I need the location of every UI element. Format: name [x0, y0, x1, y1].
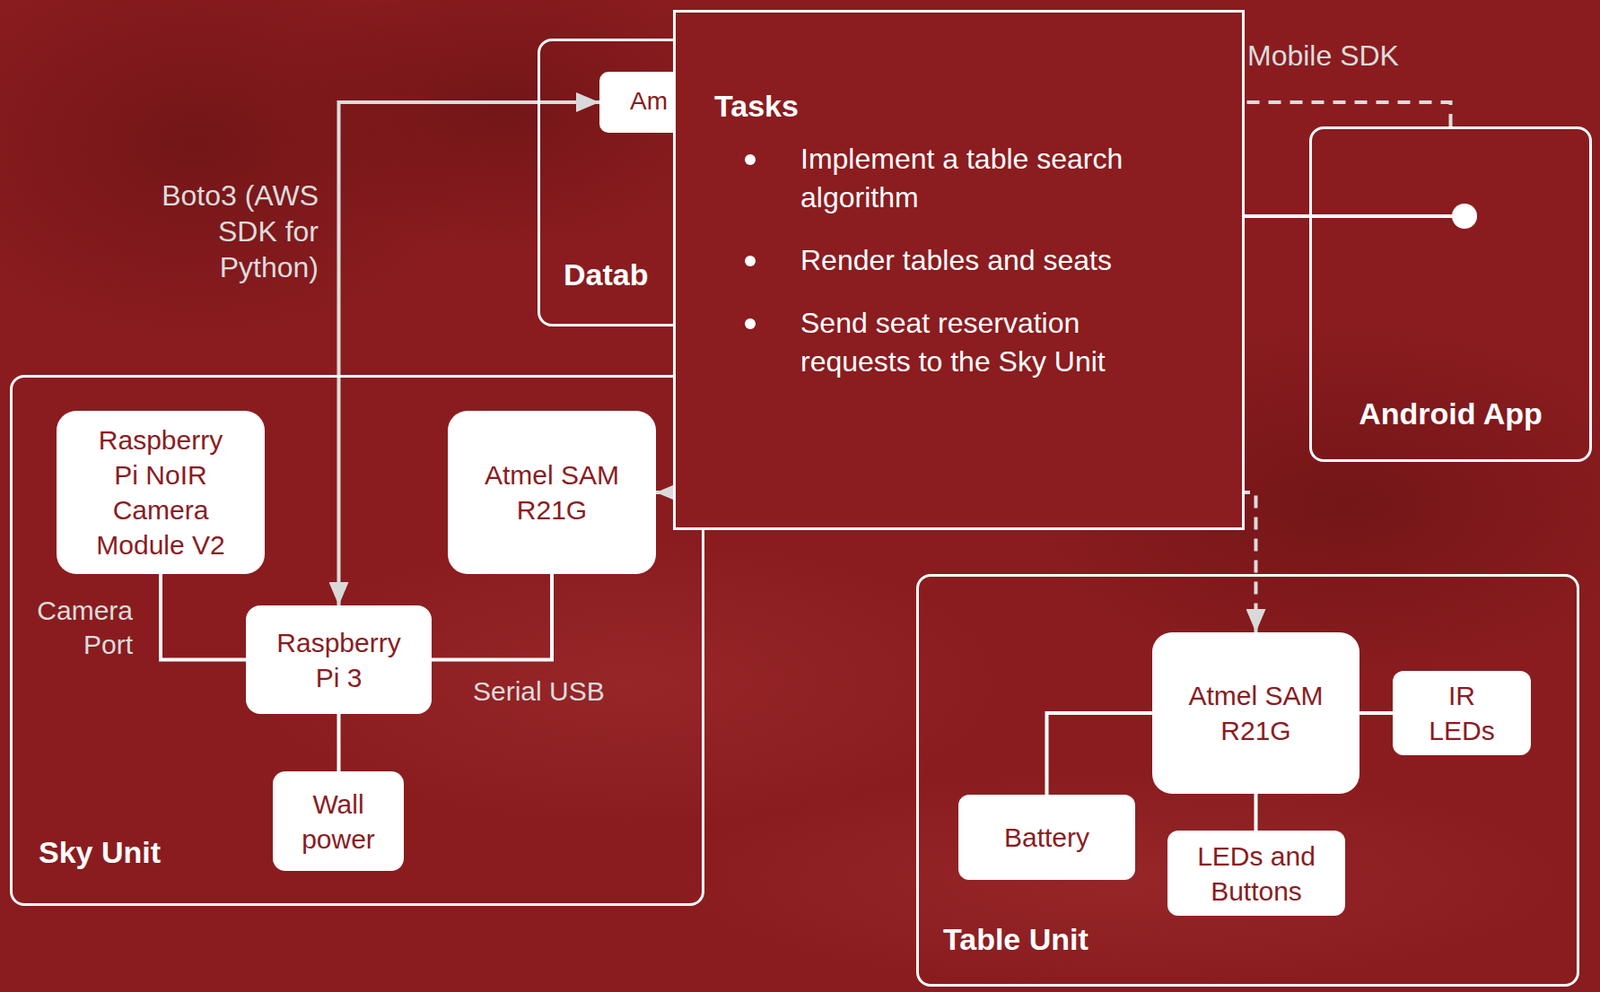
- path-light: [673, 771, 1571, 988]
- app-frame: Android App: [1309, 126, 1592, 463]
- box-label: Battery: [1004, 820, 1090, 856]
- leader-dot: [1451, 203, 1478, 229]
- computer-box: Raspberry Pi 3: [245, 605, 432, 715]
- connector: [337, 714, 341, 772]
- mcu-box: Atmel SAM R21G: [1152, 632, 1360, 795]
- box-label: Raspberry Pi 3: [267, 625, 411, 696]
- text-slot: Datab: [563, 254, 648, 297]
- camera-box: Raspberry Pi NoIR Camera Module V2: [56, 410, 265, 575]
- heading: Android App: [1311, 393, 1590, 436]
- label-slot: Mobile SDK: [1247, 37, 1399, 74]
- text-slot: Tasks: [714, 86, 799, 128]
- box-label: Atmel SAM R21G: [480, 457, 624, 528]
- text-slot: Table Unit: [943, 919, 1089, 962]
- heading: Am: [629, 84, 668, 119]
- box-label: LEDs and Buttons: [1184, 839, 1329, 910]
- text-slot: Send seat reservation requests to the Sk…: [800, 304, 1178, 382]
- callout-panel: TasksImplement a table search algorithmR…: [673, 9, 1245, 531]
- box-label: IR LEDs: [1421, 678, 1503, 749]
- connector: [1359, 711, 1393, 716]
- connector: [1047, 713, 1154, 796]
- led-box: IR LEDs: [1392, 671, 1531, 756]
- box-label: Atmel SAM R21G: [1184, 678, 1329, 749]
- connector: [431, 574, 552, 661]
- bullet-text: Send seat reservation requests to the Sk…: [800, 304, 1178, 382]
- edge-label: Mobile SDK: [1247, 37, 1399, 74]
- battery-box: Battery: [958, 795, 1136, 881]
- bullet-dot: [744, 318, 756, 330]
- text-slot: Render tables and seats: [800, 241, 1178, 280]
- bullet-text: Implement a table search algorithm: [800, 139, 1178, 218]
- text-slot: Sky Unit: [38, 832, 161, 875]
- box-label: Raspberry Pi NoIR Camera Module V2: [88, 422, 233, 563]
- heading: Sky Unit: [38, 832, 161, 875]
- bullet-dot: [744, 154, 756, 166]
- text-slot: Am: [629, 84, 668, 119]
- edge-label: Camera Port: [25, 594, 133, 662]
- edge-label: Serial USB: [472, 674, 605, 709]
- text-slot: Android App: [1311, 393, 1590, 436]
- box-label: Wall power: [288, 786, 388, 857]
- heading: Table Unit: [943, 919, 1089, 962]
- connector: [1254, 794, 1259, 831]
- mcu-box: Atmel SAM R21G: [447, 410, 656, 575]
- bullet-text: Render tables and seats: [800, 241, 1178, 280]
- label-slot: Boto3 (AWS SDK for Python): [130, 177, 319, 286]
- text-slot: Implement a table search algorithm: [800, 139, 1178, 218]
- connector: [160, 574, 246, 661]
- power-box: Wall power: [272, 771, 404, 872]
- label-slot: Serial USB: [472, 674, 605, 709]
- heading: Tasks: [714, 86, 799, 128]
- connector: [1244, 214, 1465, 219]
- edge-label: Boto3 (AWS SDK for Python): [130, 177, 319, 286]
- unit-frame: Table Unit Atmel SAM R21G IR LEDsBatteryLE…: [916, 574, 1580, 988]
- io-box: LEDs and Buttons: [1167, 830, 1346, 917]
- label-slot: Camera Port: [25, 594, 133, 662]
- heading: Datab: [563, 254, 648, 297]
- bullet-dot: [744, 255, 756, 267]
